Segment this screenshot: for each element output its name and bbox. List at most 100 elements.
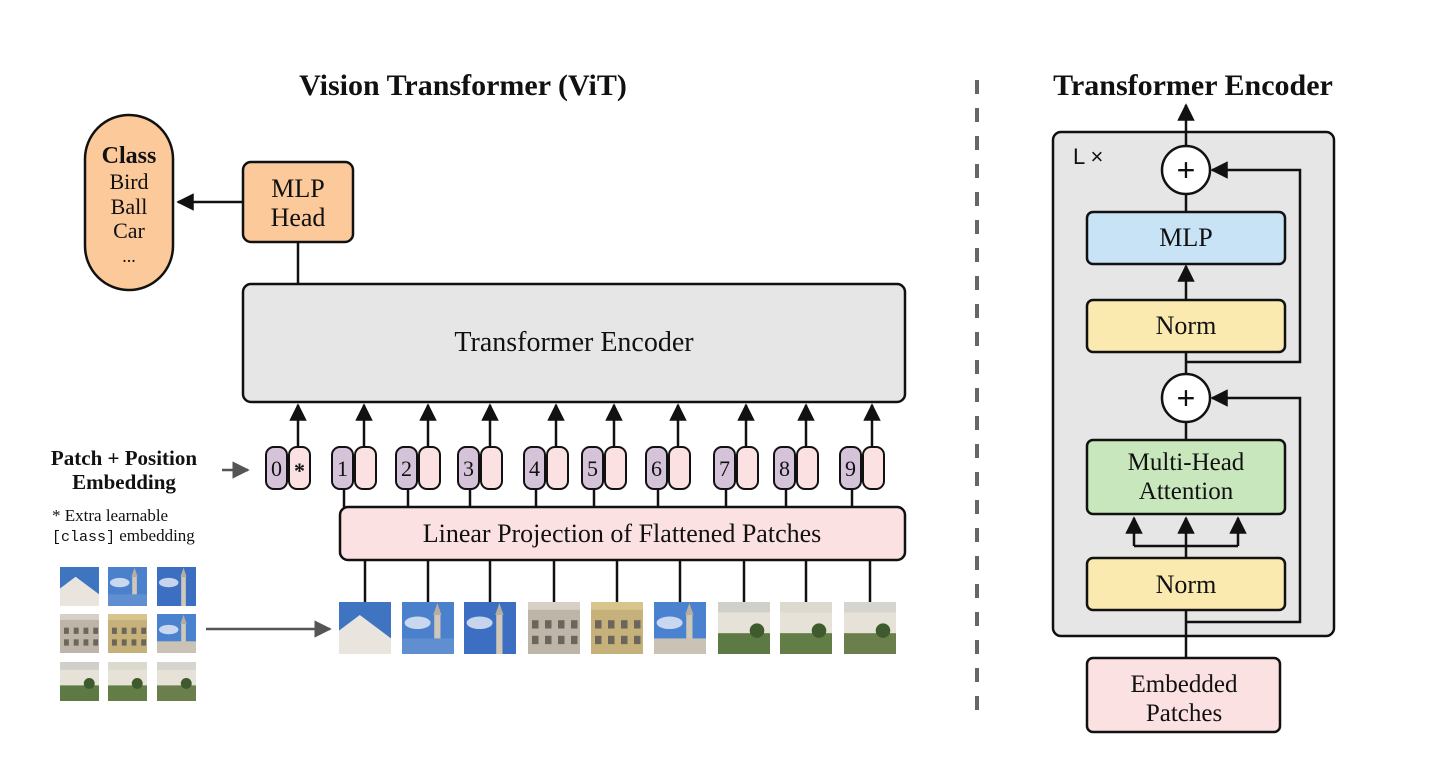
mlp-head-box: MLP Head bbox=[241, 160, 355, 244]
grid-patch-4 bbox=[60, 614, 99, 653]
class-item-bird: Bird bbox=[109, 169, 148, 194]
mlp-head-line1: MLP bbox=[271, 174, 324, 203]
position-embedding-1 bbox=[331, 446, 354, 490]
norm-top-label: Norm bbox=[1156, 311, 1217, 340]
mlp-label: MLP bbox=[1159, 223, 1212, 252]
extra-note-line1: * Extra learnable bbox=[52, 506, 168, 525]
flattened-patch-1 bbox=[339, 602, 391, 654]
linear-projection-box: Linear Projection of Flattened Patches bbox=[338, 505, 907, 562]
token-1: 1 bbox=[331, 446, 377, 490]
position-index-6: 6 bbox=[651, 456, 662, 481]
repeat-label: L × bbox=[1073, 144, 1103, 169]
grid-patch-3 bbox=[157, 567, 196, 606]
grid-patch-5 bbox=[108, 614, 147, 653]
norm-bottom-label: Norm bbox=[1156, 570, 1217, 599]
class-item-ellipsis: ... bbox=[122, 246, 136, 266]
patch-embedding-7 bbox=[736, 446, 759, 490]
position-embedding-6 bbox=[645, 446, 668, 490]
add-circle-bottom: + bbox=[1160, 372, 1212, 424]
mlp-head-line2: Head bbox=[271, 203, 326, 232]
position-index-0: 0 bbox=[271, 456, 282, 481]
position-index-7: 7 bbox=[719, 456, 730, 481]
position-index-2: 2 bbox=[401, 456, 412, 481]
patch-embedding-0 bbox=[288, 446, 311, 490]
add-circle-top: + bbox=[1160, 144, 1212, 196]
position-embedding-4 bbox=[523, 446, 546, 490]
token-8: 8 bbox=[773, 446, 819, 490]
embedding-label-line1: Patch + Position bbox=[51, 446, 197, 470]
embedded-label-line2: Patches bbox=[1146, 700, 1222, 727]
position-embedding-9 bbox=[839, 446, 862, 490]
add-symbol-bottom: + bbox=[1177, 380, 1196, 416]
token-5: 5 bbox=[581, 446, 627, 490]
patch-lines bbox=[342, 489, 872, 602]
token-4: 4 bbox=[523, 446, 569, 490]
grid-patch-2 bbox=[108, 567, 147, 606]
transformer-encoder-box: Transformer Encoder bbox=[241, 282, 907, 404]
token-9: 9 bbox=[839, 446, 885, 490]
patch-embedding-1 bbox=[354, 446, 377, 490]
vit-title: Vision Transformer (ViT) bbox=[299, 69, 627, 102]
embedded-patches-block: Embedded Patches bbox=[1085, 656, 1282, 734]
norm-block-bottom: Norm bbox=[1085, 556, 1287, 612]
residual-connection-1 bbox=[1186, 389, 1302, 624]
attention-label-line2: Attention bbox=[1139, 478, 1234, 505]
flattened-patch-9 bbox=[844, 602, 896, 654]
class-item-ball: Ball bbox=[111, 194, 148, 219]
patch-embedding-2 bbox=[418, 446, 441, 490]
position-embedding-5 bbox=[581, 446, 604, 490]
class-heading: Class bbox=[102, 143, 157, 169]
transformer-encoder-label: Transformer Encoder bbox=[454, 327, 694, 358]
position-embedding-0 bbox=[265, 446, 288, 490]
position-embedding-7 bbox=[713, 446, 736, 490]
multi-head-attention-block: Multi-Head Attention bbox=[1085, 438, 1287, 516]
encoder-detail-title: Transformer Encoder bbox=[1053, 69, 1333, 102]
attention-label-line1: Multi-Head bbox=[1128, 449, 1245, 476]
patch-embedding-3 bbox=[480, 446, 503, 490]
linear-projection-label: Linear Projection of Flattened Patches bbox=[423, 519, 822, 548]
norm-block-top: Norm bbox=[1085, 298, 1287, 354]
flattened-patch-2 bbox=[402, 602, 454, 654]
position-index-4: 4 bbox=[529, 456, 540, 481]
grid-patch-1 bbox=[60, 567, 99, 606]
position-index-1: 1 bbox=[337, 456, 348, 481]
extra-note-rest: embedding bbox=[115, 526, 195, 545]
grid-patch-9 bbox=[157, 662, 196, 701]
embedding-label-line2: Embedding bbox=[72, 470, 176, 494]
flattened-patch-sequence bbox=[339, 602, 896, 654]
position-embedding-8 bbox=[773, 446, 796, 490]
flattened-patch-6 bbox=[654, 602, 706, 654]
class-item-car: Car bbox=[113, 218, 145, 243]
token-0: 0* bbox=[265, 446, 311, 490]
flattened-patch-4 bbox=[528, 602, 580, 654]
position-index-8: 8 bbox=[779, 456, 790, 481]
token-7: 7 bbox=[713, 446, 759, 490]
position-embedding-3 bbox=[457, 446, 480, 490]
extra-note-line2: [class] embedding bbox=[52, 526, 195, 546]
grid-patch-8 bbox=[108, 662, 147, 701]
patch-embedding-4 bbox=[546, 446, 569, 490]
add-symbol-top: + bbox=[1177, 152, 1196, 188]
residual-connection-2 bbox=[1186, 161, 1302, 364]
token-6: 6 bbox=[645, 446, 691, 490]
flattened-patch-7 bbox=[718, 602, 770, 654]
extra-note-code: [class] bbox=[52, 529, 115, 546]
patch-embedding-9 bbox=[862, 446, 885, 490]
patch-embedding-6 bbox=[668, 446, 691, 490]
patch-embedding-5 bbox=[604, 446, 627, 490]
token-2: 2 bbox=[395, 446, 441, 490]
grid-patch-7 bbox=[60, 662, 99, 701]
flattened-patch-8 bbox=[780, 602, 832, 654]
token-3: 3 bbox=[457, 446, 503, 490]
token-sequence: 0* 1 2 3 4 5 6 7 8 9 bbox=[265, 446, 885, 490]
mlp-block: MLP bbox=[1085, 210, 1287, 266]
token-arrows bbox=[289, 403, 881, 447]
position-index-3: 3 bbox=[463, 456, 474, 481]
position-index-9: 9 bbox=[845, 456, 856, 481]
image-patch-grid bbox=[60, 567, 196, 701]
flattened-patch-5 bbox=[591, 602, 643, 654]
embedded-label-line1: Embedded bbox=[1131, 671, 1238, 698]
position-index-5: 5 bbox=[587, 456, 598, 481]
grid-patch-6 bbox=[157, 614, 196, 653]
